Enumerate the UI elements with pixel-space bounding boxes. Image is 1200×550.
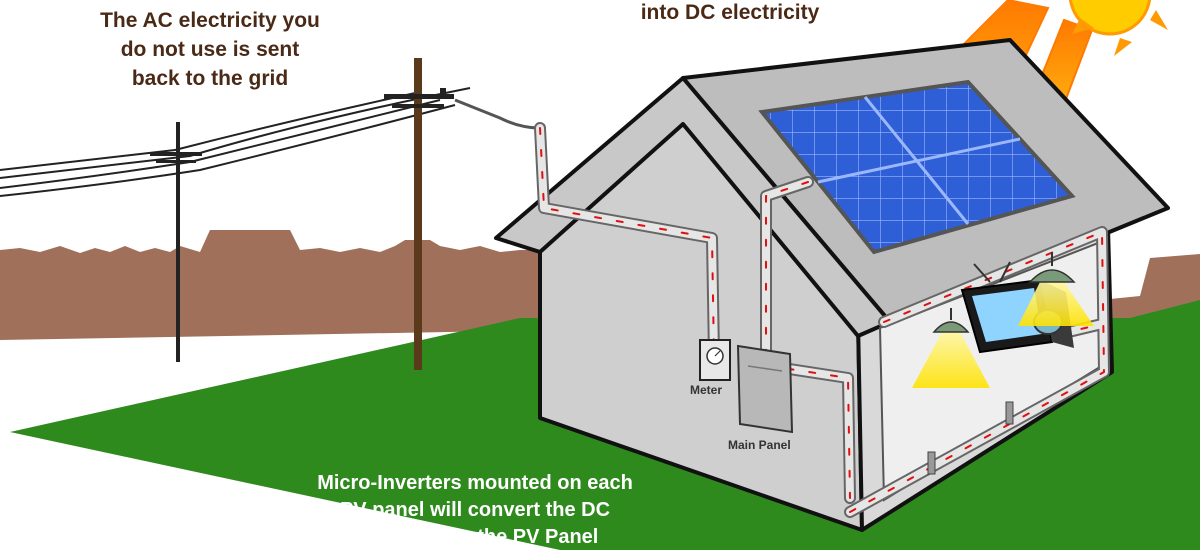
- service-drop: [454, 98, 541, 130]
- dc-caption: into DC electricity: [640, 1, 820, 24]
- inverter-caption-line: PV panel will convert the DC: [339, 499, 611, 521]
- outlets: [927, 401, 1014, 475]
- meter-label: Meter: [690, 383, 723, 397]
- inverter-caption-line: voltage from the PV Panel: [351, 526, 599, 548]
- main-panel-icon: [736, 344, 794, 434]
- lamp-icon: [912, 308, 990, 388]
- grid-caption: The AC electricity you do not use is sen…: [40, 6, 380, 93]
- lamp-icon: [1018, 252, 1094, 326]
- grid-caption-line: back to the grid: [131, 67, 289, 90]
- grid-caption-line: The AC electricity you: [100, 9, 320, 32]
- inverter-caption-line: Micro-Inverters mounted on each: [317, 472, 633, 494]
- conduit: [534, 122, 1110, 518]
- utility-pole-icon: [384, 58, 454, 370]
- solar-panel-icon: [758, 79, 1076, 255]
- utility-pole-icon: [150, 122, 202, 362]
- main-panel-label: Main Panel: [728, 438, 791, 452]
- meter-icon: [699, 339, 731, 381]
- grid-caption-line: do not use is sent: [120, 38, 300, 61]
- sun-icon: [1068, 0, 1168, 56]
- inverter-caption: Micro-Inverters mounted on each PV panel…: [255, 470, 695, 550]
